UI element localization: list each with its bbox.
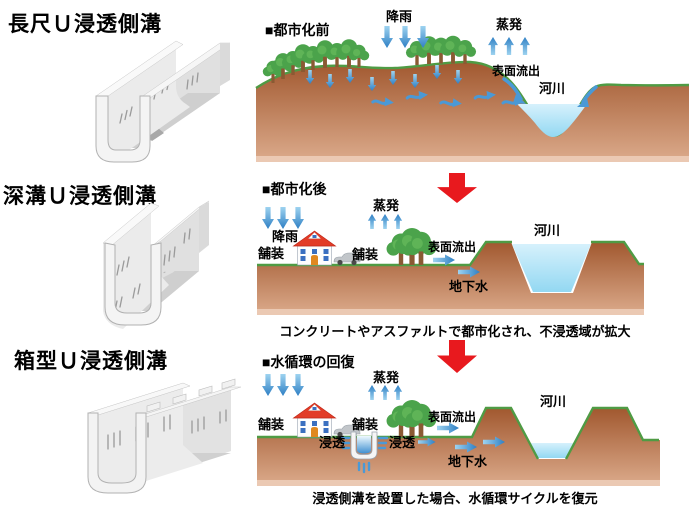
diagram1-title: ■都市化前	[265, 22, 329, 38]
gutter-slits	[114, 256, 141, 312]
runoff-curved-arrows	[502, 77, 598, 107]
pavement-left-label: 舗装	[257, 417, 284, 432]
deep-u-gutter-illustration	[102, 200, 210, 329]
diagram2-title: ■都市化後	[262, 181, 327, 197]
pavement-left-label: 舗装	[257, 246, 284, 261]
house-icon	[293, 402, 336, 438]
gutter-slits	[163, 228, 191, 266]
box-u-gutter-illustration	[87, 378, 242, 494]
evaporation-label: 蒸発	[373, 198, 400, 213]
ground-strip	[257, 480, 660, 486]
product-label-deep-u: 深溝Ｕ浸透側溝	[3, 185, 157, 208]
surface-runoff-label: 表面流出	[491, 63, 540, 78]
rain-arrows	[262, 207, 304, 229]
diagram-after-urbanization: ■都市化後 降雨 蒸発 舗装 舗装 表面流出 河川 地下水	[257, 181, 644, 315]
pavement-right-label: 舗装	[351, 247, 378, 262]
diagram2-caption: コンクリートやアスファルトで都市化され、不浸透域が拡大	[279, 324, 631, 339]
river-label: 河川	[539, 81, 565, 96]
rain-arrows	[262, 374, 304, 396]
infiltration-gutter-cross-section	[339, 431, 389, 474]
river-water	[517, 104, 587, 137]
evaporation-arrows	[367, 214, 403, 229]
gutter-top-tabs	[146, 378, 236, 413]
surface-runoff-arrow	[437, 422, 459, 434]
river-label: 河川	[540, 394, 566, 409]
ground-strip	[256, 156, 689, 162]
diagram3-title: ■水循環の回復	[262, 354, 355, 370]
rain-label: 降雨	[386, 9, 412, 24]
grass-line	[257, 406, 659, 460]
groundwater-label: 地下水	[448, 454, 488, 469]
rain-arrows	[381, 26, 429, 48]
river-label: 河川	[534, 223, 560, 238]
long-u-gutter-illustration	[95, 40, 231, 163]
product-label-box-u: 箱型Ｕ浸透側溝	[14, 350, 168, 373]
evaporation-arrows	[367, 385, 403, 400]
grass-line	[257, 240, 644, 267]
infiltration-right-label: 浸透	[389, 435, 415, 450]
diagram3-caption: 浸透側溝を設置した場合、水循環サイクルを復元	[312, 491, 598, 506]
surface-runoff-label: 表面流出	[427, 409, 476, 424]
infiltration-left-label: 浸透	[319, 435, 345, 450]
evaporation-label: 蒸発	[496, 17, 523, 32]
house-icon	[293, 230, 336, 266]
diagram-before-urbanization: ■都市化前 降雨 蒸発 表面流出 河川	[255, 9, 690, 162]
surface-runoff-label: 表面流出	[427, 239, 476, 254]
ground	[256, 61, 689, 162]
diagram-water-cycle-recovery: ■水循環の回復 蒸発 舗装 舗装 表面流出 浸透 浸透 河川 地下水	[257, 354, 660, 486]
groundwater-label: 地下水	[449, 279, 489, 294]
ground	[257, 242, 644, 315]
river-water	[512, 244, 591, 292]
ground-strip	[257, 309, 644, 315]
evaporation-arrows	[488, 37, 530, 55]
product-label-long-u: 長尺Ｕ浸透側溝	[8, 13, 162, 36]
rain-label: 降雨	[272, 229, 298, 244]
pavement-right-label: 舗装	[351, 417, 378, 432]
evaporation-label: 蒸発	[373, 370, 400, 385]
river-water	[529, 443, 574, 458]
infiltration-dashes	[339, 436, 389, 474]
